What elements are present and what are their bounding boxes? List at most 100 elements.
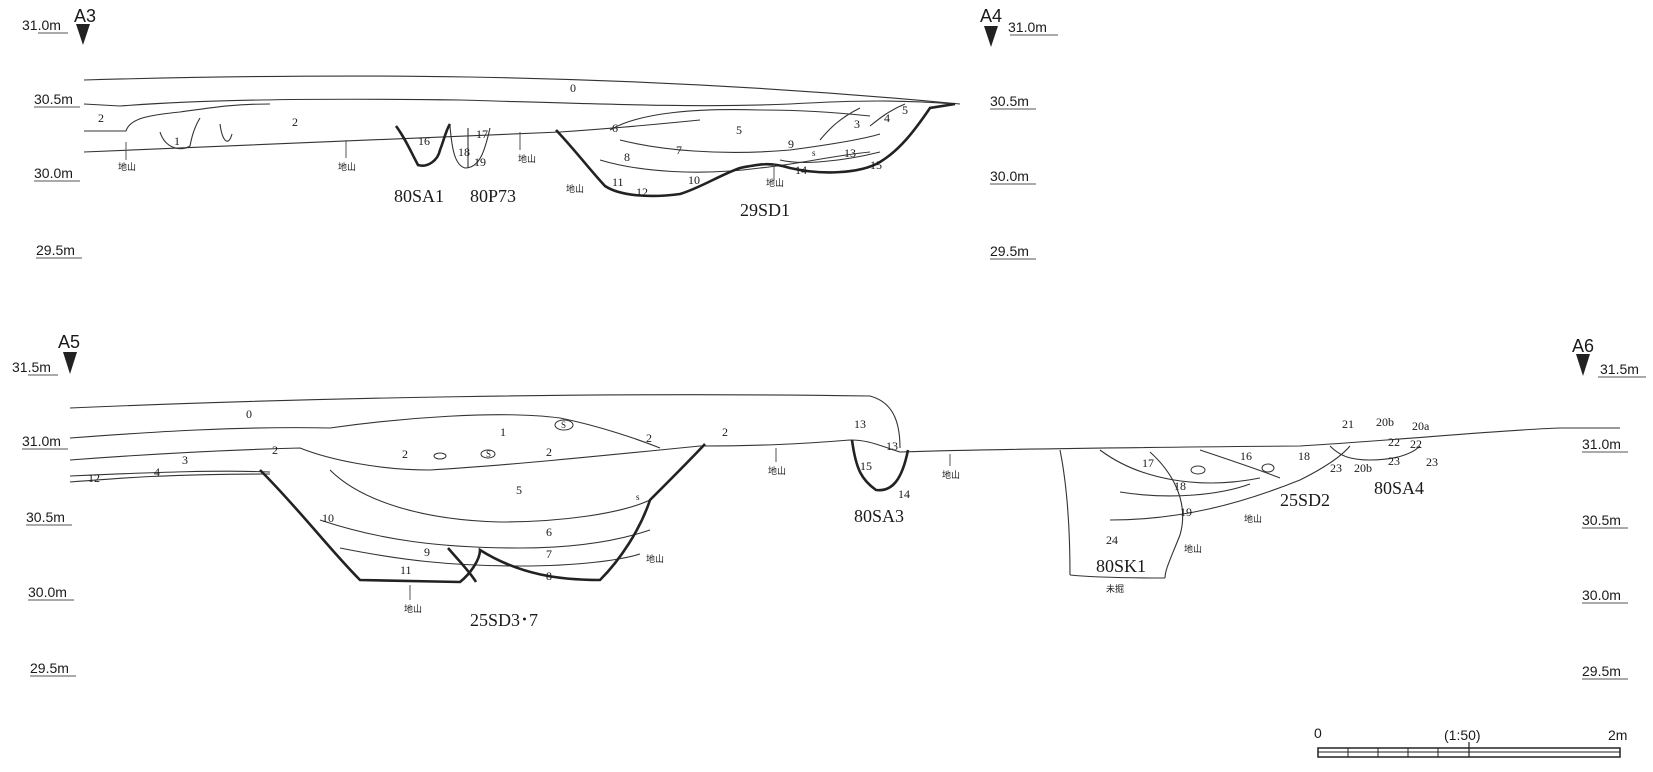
layer-label: 3: [854, 117, 860, 131]
upper-right-marker-triangle: [984, 26, 998, 47]
lower-right-elev-2: 30.5m: [1582, 512, 1621, 528]
base-label: 地山: [338, 161, 356, 172]
stone-mark: S: [561, 420, 566, 430]
layer-label: 18: [1174, 479, 1186, 493]
layer-label: 15: [860, 459, 872, 473]
feature-80SA4-outline: [1329, 445, 1421, 461]
lower-right-elev-4: 29.5m: [1582, 663, 1621, 679]
feature-label: 80SK1: [1096, 556, 1146, 576]
upper-left-elev-2: 30.0m: [34, 165, 73, 181]
layer-label: 2: [98, 111, 104, 125]
stone-icon: [1190, 465, 1206, 475]
lower-left-elev-1: 31.0m: [22, 433, 61, 449]
layer-label: 2: [272, 443, 278, 457]
stone-icon: [480, 449, 496, 459]
ground-surface-line: [83, 75, 961, 105]
layer-label: 5: [736, 123, 742, 137]
lower-right-elev-3: 30.0m: [1582, 587, 1621, 603]
scale-end-label: 2m: [1608, 727, 1627, 743]
feature-80SA1-outline: [394, 123, 452, 167]
stone-icon: [1261, 463, 1275, 473]
layer-19-base: [1109, 445, 1351, 521]
layer-label: 2: [546, 445, 552, 459]
layer-6-base: [319, 519, 651, 549]
layer-label: 19: [474, 155, 486, 169]
layer-label: 23: [1426, 455, 1438, 469]
feature-label: 80SA1: [394, 186, 444, 206]
upper-left-marker: A3: [74, 6, 96, 26]
layer-19-top: [1119, 483, 1251, 497]
pit-80SK1-left: [1059, 449, 1071, 576]
layer-label: 5: [516, 483, 522, 497]
layer-label: 13: [844, 146, 856, 160]
layer-label: 8: [624, 150, 630, 164]
pit-80SK1-right: [1149, 451, 1184, 579]
layer-label: 3: [182, 453, 188, 467]
base-label: 地山: [1244, 513, 1262, 524]
layer-18-line: [1099, 449, 1261, 484]
upper-right-elev-1: 30.5m: [990, 93, 1029, 109]
base-label: 地山: [566, 183, 584, 194]
layer-label: 13: [886, 439, 898, 453]
lower-right-elev-1: 31.0m: [1582, 436, 1621, 452]
layer-2-line: [84, 103, 271, 132]
upper-left-marker-triangle: [76, 24, 90, 45]
layer-label: 10: [688, 173, 700, 187]
pit-17-outline: [449, 125, 491, 169]
scale-start-label: 0: [1314, 725, 1322, 741]
layer-label: 21: [1342, 417, 1354, 431]
scale-bar: 0 (1:50) 2m: [1314, 725, 1627, 758]
layer-label: 9: [788, 137, 794, 151]
layer-3-line: [69, 470, 271, 477]
layer-16-line: [1199, 449, 1281, 479]
base-label: 地山: [942, 469, 960, 480]
layer-label: 8: [546, 569, 552, 583]
upper-section: A3 A4 31.0m 31.0m 30.5m 30.0m 29.5m 30.5…: [22, 6, 1058, 260]
layer-label: 2: [646, 431, 652, 445]
upper-right-elev-3: 29.5m: [990, 243, 1029, 259]
base-label: 地山: [118, 161, 136, 172]
layer-label: 20b: [1376, 415, 1394, 429]
lower-left-elev-3: 30.0m: [28, 584, 67, 600]
lower-right-elev-top: 31.5m: [1600, 361, 1639, 377]
feature-25SD3-7-divider: [447, 547, 478, 583]
layer-label: 17: [476, 127, 488, 141]
upper-left-elev-3: 29.5m: [36, 242, 75, 258]
layer-0-base: [83, 98, 956, 107]
feature-label: 29SD1: [740, 200, 790, 220]
upper-left-elev-1: 30.5m: [34, 91, 73, 107]
layer-7-base: [619, 133, 881, 153]
layer-label: 10: [322, 511, 334, 525]
layer-0-base: [69, 414, 661, 449]
upper-left-elev-top: 31.0m: [22, 17, 61, 33]
layer-4-line: [869, 103, 906, 127]
lower-left-elev-4: 29.5m: [30, 660, 69, 676]
layer-label: 18: [458, 145, 470, 159]
layer-3-line: [819, 107, 861, 141]
layer-7-base: [339, 547, 641, 567]
layer-label: 1: [500, 425, 506, 439]
base-label: 地山: [766, 177, 784, 188]
layer-label: 2: [292, 115, 298, 129]
upper-right-elev-2: 30.0m: [990, 168, 1029, 184]
layer-label: 23: [1388, 454, 1400, 468]
layer-label: 15: [870, 158, 882, 172]
pit-1-outline: [159, 117, 201, 150]
base-label: 地山: [404, 603, 422, 614]
layer-label: 6: [546, 525, 552, 539]
layer-label: 12: [88, 471, 100, 485]
feature-label: 80SA3: [854, 506, 904, 526]
layer-label: 22: [1388, 435, 1400, 449]
feature-25SD3-7-outline: [259, 443, 706, 584]
layer-label: 17: [1142, 456, 1154, 470]
layer-label: 22: [1410, 437, 1422, 451]
layer-label: 4: [884, 111, 890, 125]
stone-icon: [433, 452, 447, 460]
layer-label: 2: [402, 447, 408, 461]
layer-label: 14: [898, 487, 910, 501]
layer-label: 9: [424, 545, 430, 559]
lower-right-marker: A6: [1572, 336, 1594, 356]
feature-80SA3-outline: [850, 439, 910, 492]
layer-label: 24: [1106, 533, 1118, 547]
